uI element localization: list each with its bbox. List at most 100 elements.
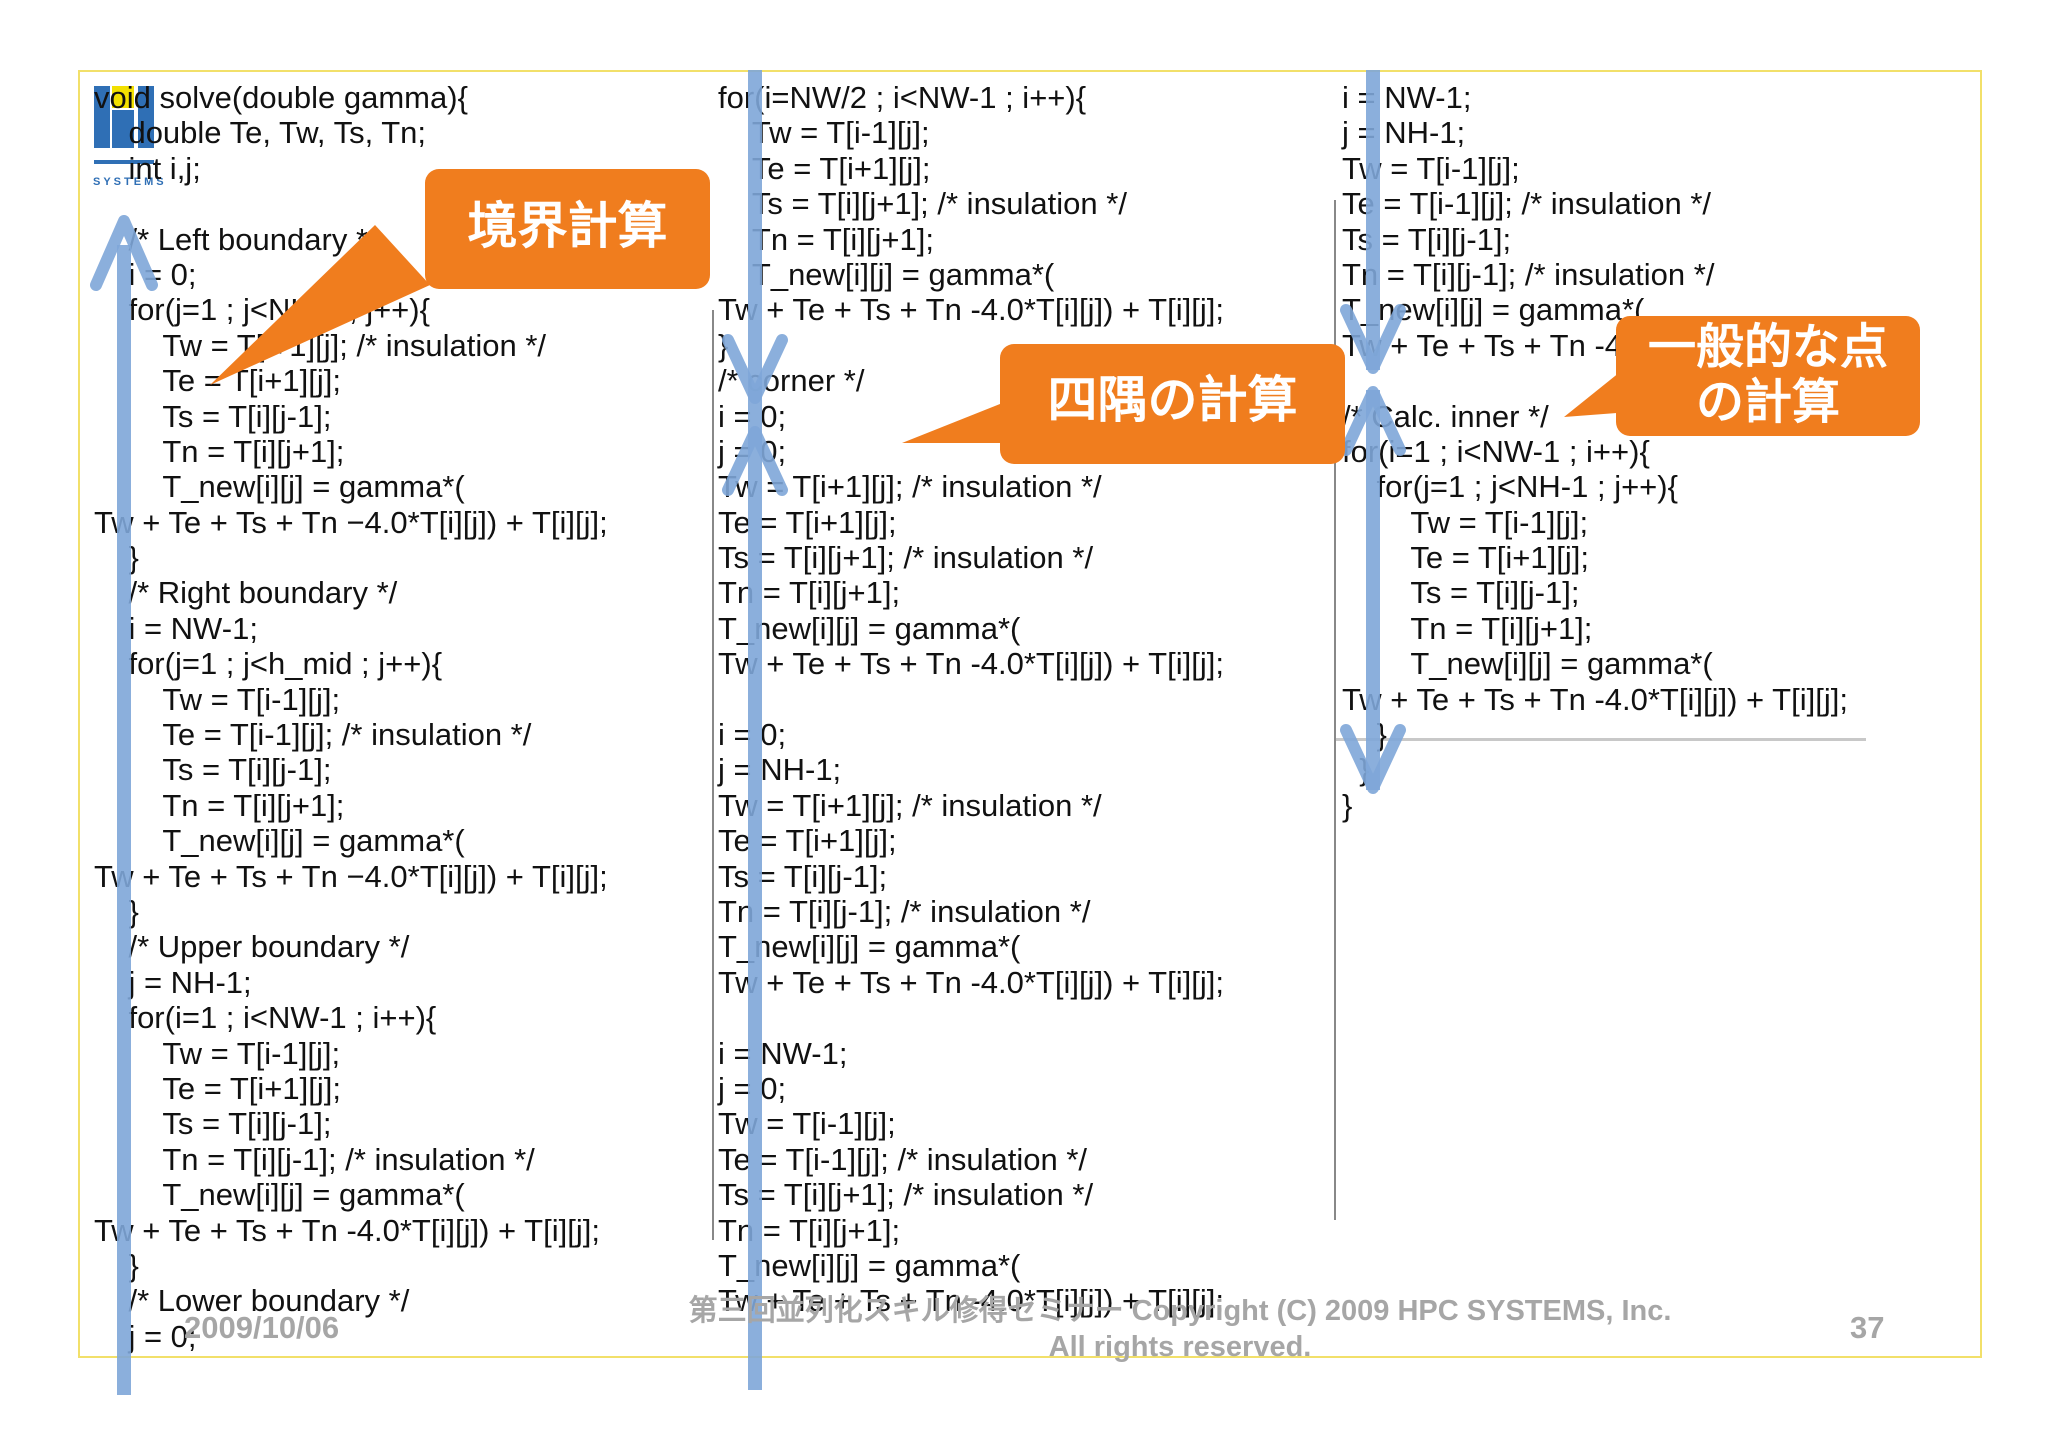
code-line: Ts = T[i][j-1]; [1342, 221, 1512, 257]
code-line: Tw + Te + Ts + Tn -4.0*T[i][j]) + T[i][j… [718, 964, 1224, 1000]
down-arrow-right [1340, 70, 1406, 794]
code-line: Tn = T[i][j-1]; /* insulation */ [94, 1141, 535, 1177]
code-line: j = NH-1; [1342, 115, 1466, 151]
code-line: for(j=1 ; j<h_mid ; j++){ [94, 646, 443, 682]
footer-copyright-line1: 第三回並列化スキル修得セミナー Copyright (C) 2009 HPC S… [688, 1295, 1672, 1327]
code-line [718, 682, 1224, 717]
code-line: Te = T[i-1][j]; /* insulation */ [94, 717, 532, 753]
code-line: Te = T[i+1][j]; [718, 150, 931, 186]
code-line: j = NH-1; [718, 752, 842, 788]
column-divider-2 [1334, 200, 1336, 1220]
code-line: Tw = T[i-1][j]; [94, 681, 341, 717]
callout-general-label: 一般的な点 の計算 [1616, 319, 1920, 431]
code-line: Tw + Te + Ts + Tn −4.0*T[i][j]) + T[i][j… [94, 504, 608, 540]
code-line: Tn = T[i][j+1]; [718, 221, 934, 257]
code-line: Te = T[i-1][j]; /* insulation */ [718, 1141, 1088, 1177]
down-up-arrow-middle [722, 70, 788, 1390]
code-line: Ts = T[i][j-1]; [718, 858, 888, 894]
code-line: j = 0; [718, 1070, 787, 1106]
code-line: Tn = T[i][j+1]; [1342, 610, 1593, 646]
code-line: } [718, 327, 729, 363]
code-line: Ts = T[i][j+1]; /* insulation */ [718, 540, 1094, 576]
code-line: Te = T[i+1][j]; [718, 504, 897, 540]
column-divider-1 [712, 310, 714, 1240]
code-line: for(i=NW/2 ; i<NW-1 ; i++){ [718, 80, 1087, 115]
code-line: Tw + Te + Ts + Tn -4.0*T[i][j]) + T[i][j… [718, 292, 1224, 328]
hpc-logo [94, 86, 154, 164]
code-line: Tw + Te + Ts + Tn -4.0*T[i][j]) + T[i][j… [718, 1283, 1224, 1319]
code-line: } [94, 893, 139, 929]
code-line: T_new[i][j] = gamma*( [94, 823, 465, 859]
up-arrow-left [90, 215, 158, 1395]
code-line: j = 0; [94, 1318, 197, 1354]
code-line: Tw = T[i+1][j]; /* insulation */ [94, 327, 547, 363]
code-line: Tn = T[i][j-1]; /* insulation */ [1342, 256, 1715, 292]
code-line: Tw = T[i+1][j]; /* insulation */ [718, 787, 1102, 823]
code-line: Tw + Te + Ts + Tn -4.0*T[i][j]) + T[i][j… [1342, 681, 1848, 717]
code-column-2: for(i=NW/2 ; i<NW-1 ; i++){ Tw = T[i-1][… [718, 80, 1224, 1319]
code-line [718, 1000, 1224, 1035]
code-line: /* Lower boundary */ [94, 1283, 410, 1319]
callout-boundary-shape [210, 169, 710, 385]
code-line: Tw + Te + Ts + Tn -4.0*T[i][j]) + T[i][j… [94, 1212, 600, 1248]
code-line: Te = T[i+1][j]; [162, 363, 341, 399]
code-line: Tw + Te + Ts + Tn -4.0*T[i][j]) + T[i][j… [718, 646, 1224, 682]
code-line: T_new[i][j] = gamma*( [718, 929, 1021, 965]
callout-corners-label: 四隅の計算 [1047, 371, 1298, 429]
code-line: T_new[i][j] = gamma*( [94, 469, 465, 505]
code-line: } [94, 1247, 139, 1283]
code-line: Ts = T[i][j-1]; [94, 752, 332, 788]
code-line: void solve(double gamma){ [94, 80, 468, 115]
code-line: j = NH-1; [94, 964, 252, 1000]
code-line: Te = T[i+1][j]; [94, 1070, 341, 1106]
code-line: Ts = T[i][j-1]; [1342, 575, 1580, 611]
code-line: Tw = T[i-1][j]; [1342, 504, 1589, 540]
code-line: Tn = T[i][j+1]; [94, 433, 345, 469]
code-line: i = 0; [718, 398, 787, 434]
footer-date: 2009/10/06 [184, 1310, 340, 1345]
code-line: Ts = T[i][j+1]; /* insulation */ [718, 186, 1127, 222]
logo-subtitle: SYSTEMS [93, 176, 167, 188]
code-line: } [1342, 717, 1387, 753]
code-line: int i,j; [94, 150, 201, 186]
code-line: i = NW-1; [94, 610, 258, 646]
callout-boundary-label: 境界計算 [467, 197, 668, 255]
code-line: T_new[i][j] = gamma*( [718, 1247, 1021, 1283]
footer-page-number: 37 [1850, 1310, 1885, 1345]
callout-general-shape [1564, 316, 1920, 436]
callout-general-line1: 一般的な点 [1647, 319, 1888, 375]
footer-copyright-line2: All rights reserved. [1048, 1331, 1312, 1363]
code-line: Ts = T[i][j-1]; [94, 1106, 332, 1142]
code-line: Tn = T[i][j+1]; [718, 1212, 901, 1248]
code-line: i = NW-1; [1342, 80, 1472, 115]
code-line: for(i=1 ; i<NW-1 ; i++){ [1342, 433, 1650, 469]
code-line: Tw + Te + Ts + Tn −4.0*T[i][j]) + T[i][j… [94, 858, 608, 894]
code-line: /* Upper boundary */ [94, 929, 410, 965]
code-line: Tn = T[i][j-1]; /* insulation */ [718, 893, 1091, 929]
code-line: Te = T[i-1][j]; /* insulation */ [1342, 186, 1712, 222]
code-line: Tn = T[i][j+1]; [718, 575, 901, 611]
code-line: T_new[i][j] = gamma*( [94, 1177, 465, 1213]
callout-general-line2: の計算 [1695, 374, 1840, 431]
code-line: Tn = T[i][j+1]; [94, 787, 345, 823]
code-line: for(j=1 ; j<NH-1 ; j++){ [1342, 469, 1678, 505]
column-3-rule [1336, 738, 1866, 741]
callout-corners-shape [902, 344, 1345, 464]
code-line: Tw = T[i-1][j]; [94, 1035, 341, 1071]
code-line: } [1342, 752, 1370, 788]
code-line: i = NW-1; [718, 1035, 848, 1071]
code-line: T_new[i][j] = gamma*( [1342, 646, 1713, 682]
code-line: Te = T[i+1][j]; [718, 823, 897, 859]
code-line: i = 0; [718, 717, 787, 753]
code-line: Ts = T[i][j+1]; /* insulation */ [718, 1177, 1094, 1213]
code-line: T_new[i][j] = gamma*( [718, 256, 1055, 292]
code-line: Ts = T[i][j-1]; [94, 398, 332, 434]
code-line: Te = T[i+1][j]; [1342, 540, 1589, 576]
code-line: Tw = T[i-1][j]; [718, 1106, 896, 1142]
code-line: Tw = T[i-1][j]; [1342, 150, 1520, 186]
code-line: /* Right boundary */ [94, 575, 398, 611]
code-column-1: void solve(double gamma){ double Te, Tw,… [94, 80, 608, 1354]
code-line: double Te, Tw, Ts, Tn; [94, 115, 427, 151]
code-line: } [1342, 787, 1353, 823]
footer-copyright: 第三回並列化スキル修得セミナー Copyright (C) 2009 HPC S… [620, 1293, 1740, 1365]
